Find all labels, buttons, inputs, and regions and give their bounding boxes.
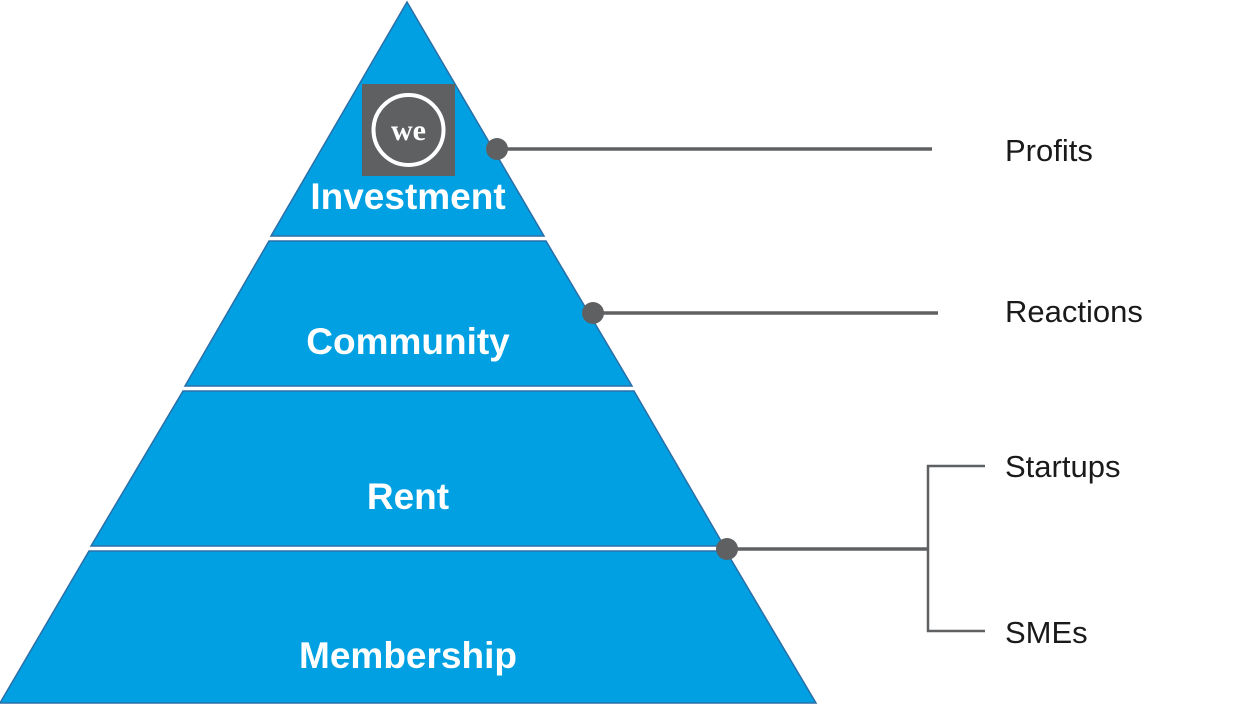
tier-label-membership: Membership [299, 635, 517, 676]
tier-label-community: Community [306, 321, 510, 362]
tier-membership [0, 550, 818, 704]
label-smes: SMEs [1005, 615, 1088, 650]
tier-label-investment: Investment [310, 176, 505, 217]
tier-community [183, 240, 634, 387]
segments-bracket [926, 464, 985, 633]
label-reactions: Reactions [1005, 294, 1143, 329]
label-profits: Profits [1005, 133, 1093, 168]
label-startups: Startups [1005, 449, 1120, 484]
reactions-connector-dot [582, 302, 604, 324]
tier-rent [89, 390, 726, 547]
wework-logo: we [362, 84, 455, 176]
tier-label-rent: Rent [367, 476, 449, 517]
logo-text: we [391, 114, 426, 147]
profits-connector-dot [486, 138, 508, 160]
segments-connector-dot [716, 538, 738, 560]
